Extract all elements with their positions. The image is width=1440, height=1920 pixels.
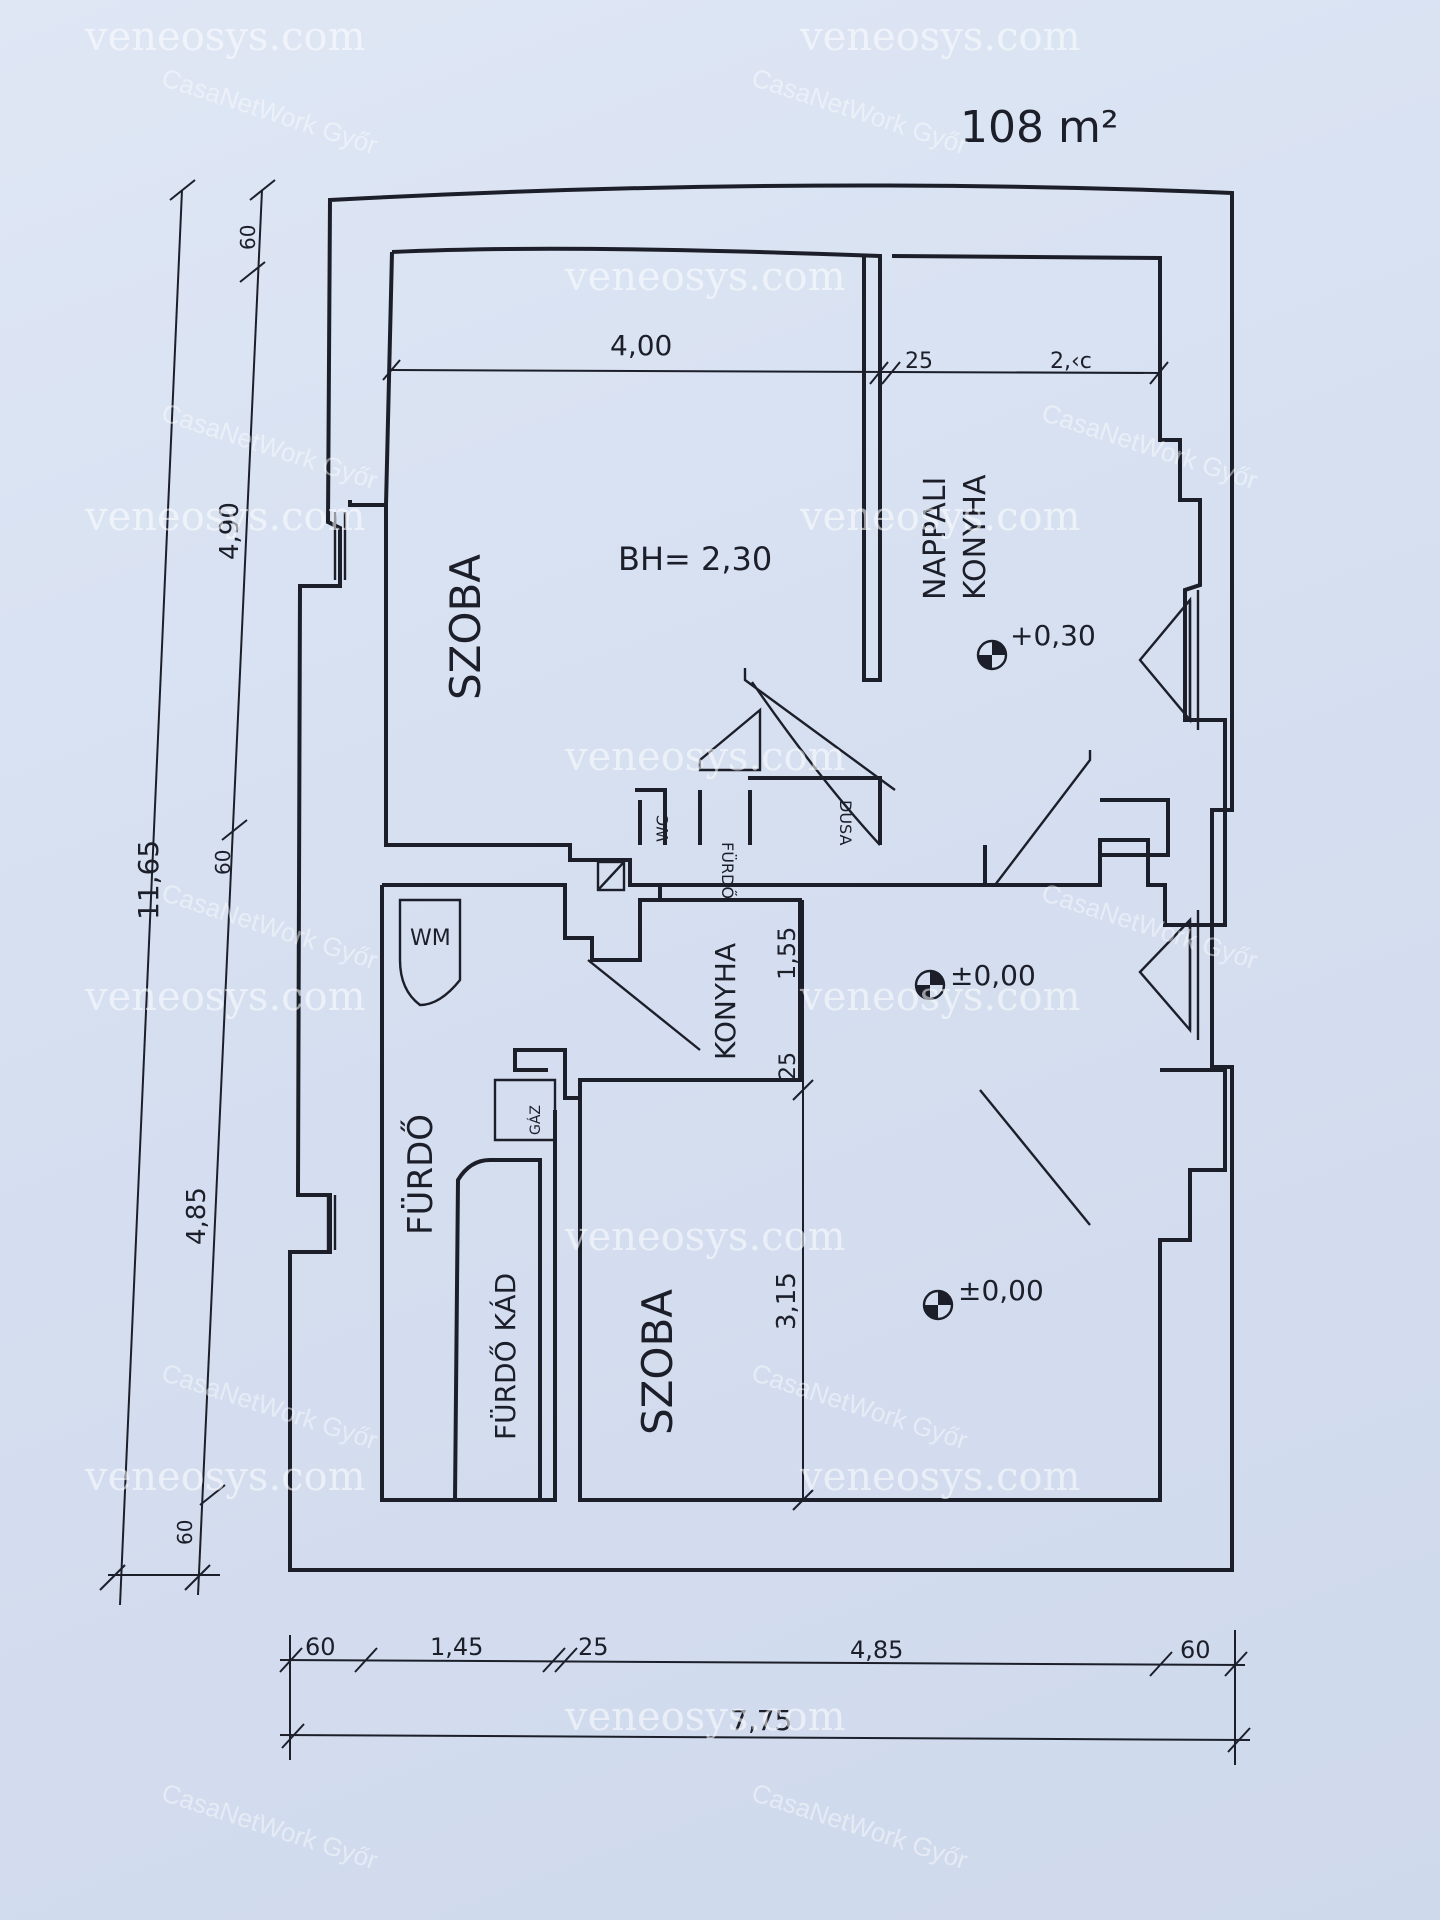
inner-wall-face bbox=[391, 246, 1227, 927]
bottom-dim-775: 7,75 bbox=[730, 1704, 792, 1737]
bottom-dim-60a: 60 bbox=[305, 1633, 336, 1661]
dim-line-bottom-total bbox=[279, 1734, 1251, 1741]
door-living bbox=[994, 750, 1092, 886]
area-label: 108 m² bbox=[960, 102, 1118, 153]
bottom-dim-25: 25 bbox=[578, 1633, 609, 1661]
level-symbol-top bbox=[976, 639, 1008, 671]
watermark: veneosys.com bbox=[799, 974, 1081, 1020]
dim-line-total-vertical bbox=[119, 189, 183, 1606]
gas-box bbox=[493, 1078, 557, 1142]
watermark-sub: CasaNetWork Győr bbox=[158, 877, 381, 975]
door-top-room-arc bbox=[751, 681, 881, 846]
label-gaz: GÁZ bbox=[527, 1105, 544, 1135]
bottom-dim-145: 1,45 bbox=[430, 1633, 483, 1661]
watermark: veneosys.com bbox=[564, 254, 846, 300]
dim-label-315: 3,15 bbox=[772, 1272, 802, 1330]
ceiling-height-label: BH= 2,30 bbox=[618, 540, 772, 578]
dim-label-1165: 11,65 bbox=[132, 840, 165, 920]
label-furdo-small: FÜRDŐ bbox=[718, 842, 738, 899]
east-wall-lower bbox=[513, 1048, 1227, 1502]
chimney bbox=[596, 860, 626, 892]
watermark: veneosys.com bbox=[84, 14, 366, 60]
west-inner-face bbox=[348, 251, 1102, 887]
window-east-1 bbox=[1138, 596, 1192, 724]
dim-line-bottom-segments bbox=[279, 1659, 1246, 1666]
stair-hatch bbox=[698, 707, 762, 772]
watermark: veneosys.com bbox=[84, 494, 366, 540]
room-label-szoba-top: SZOBA bbox=[441, 554, 490, 700]
level-symbols bbox=[914, 639, 1008, 1321]
room-labels: 108 m² SZOBA NAPPALI KONYHA KONYHA FÜRDŐ… bbox=[400, 102, 1118, 1440]
room-label-nappali: NAPPALI bbox=[918, 477, 953, 600]
room-label-furdo-kad: FÜRDŐ KÁD bbox=[488, 1273, 522, 1440]
level-symbol-mid bbox=[914, 969, 946, 1001]
watermark: veneosys.com bbox=[564, 734, 846, 780]
interior-walls bbox=[380, 776, 987, 1502]
dim-line-segment-vertical bbox=[197, 189, 263, 1596]
level-label-top: +0,30 bbox=[1010, 619, 1096, 652]
level-symbol-bottom bbox=[922, 1289, 954, 1321]
dim-label-25-top: 25 bbox=[905, 349, 933, 374]
watermark: veneosys.com bbox=[564, 1694, 846, 1740]
dim-label-485: 4,85 bbox=[182, 1187, 212, 1245]
bathtub bbox=[452, 1158, 542, 1502]
doors bbox=[587, 668, 1092, 1226]
level-label-mid: ±0,00 bbox=[950, 959, 1036, 992]
outer-walls bbox=[288, 183, 1234, 1572]
watermark: veneosys.com bbox=[84, 1454, 366, 1500]
outer-wall bbox=[288, 183, 1234, 1572]
watermark: veneosys.com bbox=[799, 14, 1081, 60]
east-windows bbox=[1138, 590, 1200, 1040]
dim-label-2xx: 2,‹c bbox=[1050, 349, 1092, 374]
dimension-lines bbox=[99, 179, 1251, 1765]
label-wm: WM bbox=[410, 926, 451, 951]
dim-label-490: 4,90 bbox=[215, 502, 245, 560]
room-label-konyha-mid: KONYHA bbox=[709, 943, 742, 1060]
watermarks: veneosys.com veneosys.com veneosys.com v… bbox=[84, 14, 1262, 1875]
room-label-furdo: FÜRDŐ bbox=[400, 1114, 441, 1235]
kitchen-room-wall bbox=[578, 885, 802, 1098]
dim-label-400: 4,00 bbox=[610, 329, 672, 362]
label-dusa: DUSA bbox=[836, 800, 855, 845]
room-label-konyha-top: KONYHA bbox=[958, 474, 993, 600]
watermark-sub: CasaNetWork Győr bbox=[158, 62, 381, 160]
dim-label-60-mid: 60 bbox=[211, 850, 235, 875]
watermark: veneosys.com bbox=[799, 494, 1081, 540]
room-label-szoba-bottom: SZOBA bbox=[633, 1289, 682, 1435]
dim-line-top bbox=[391, 369, 1161, 374]
level-label-bottom: ±0,00 bbox=[958, 1274, 1044, 1307]
door-top-room bbox=[743, 668, 896, 791]
bottom-dim-485: 4,85 bbox=[850, 1636, 903, 1664]
watermark-sub: CasaNetWork Győr bbox=[158, 1777, 381, 1875]
label-wc: WC bbox=[653, 815, 672, 842]
watermark-sub: CasaNetWork Győr bbox=[748, 62, 971, 160]
dim-label-60-bot: 60 bbox=[173, 1520, 197, 1545]
watermark: veneosys.com bbox=[799, 1454, 1081, 1500]
watermark-sub: CasaNetWork Győr bbox=[158, 397, 381, 495]
dim-label-155: 1,55 bbox=[773, 927, 801, 980]
annotations: BH= 2,30 +0,30 ±0,00 ±0,00 bbox=[618, 540, 1096, 1307]
west-windows bbox=[326, 512, 347, 1250]
door-bottom-room bbox=[979, 1089, 1091, 1226]
watermark-sub: CasaNetWork Győr bbox=[748, 1357, 971, 1455]
watermark: veneosys.com bbox=[84, 974, 366, 1020]
watermark-sub: CasaNetWork Győr bbox=[748, 1777, 971, 1875]
watermark-sub: CasaNetWork Győr bbox=[1038, 397, 1261, 495]
watermark-sub: CasaNetWork Győr bbox=[158, 1357, 381, 1455]
bottom-dim-60b: 60 bbox=[1180, 1636, 1211, 1664]
dim-label-60-top: 60 bbox=[236, 225, 260, 250]
watermark: veneosys.com bbox=[564, 1214, 846, 1260]
dimension-labels: 4,00 25 2,‹c 60 4,90 60 11,65 4,85 60 1,… bbox=[132, 225, 1211, 1737]
dim-label-25-mid: 25 bbox=[776, 1052, 801, 1080]
washing-machine-box bbox=[398, 898, 462, 1007]
door-kitchen bbox=[587, 959, 701, 1051]
